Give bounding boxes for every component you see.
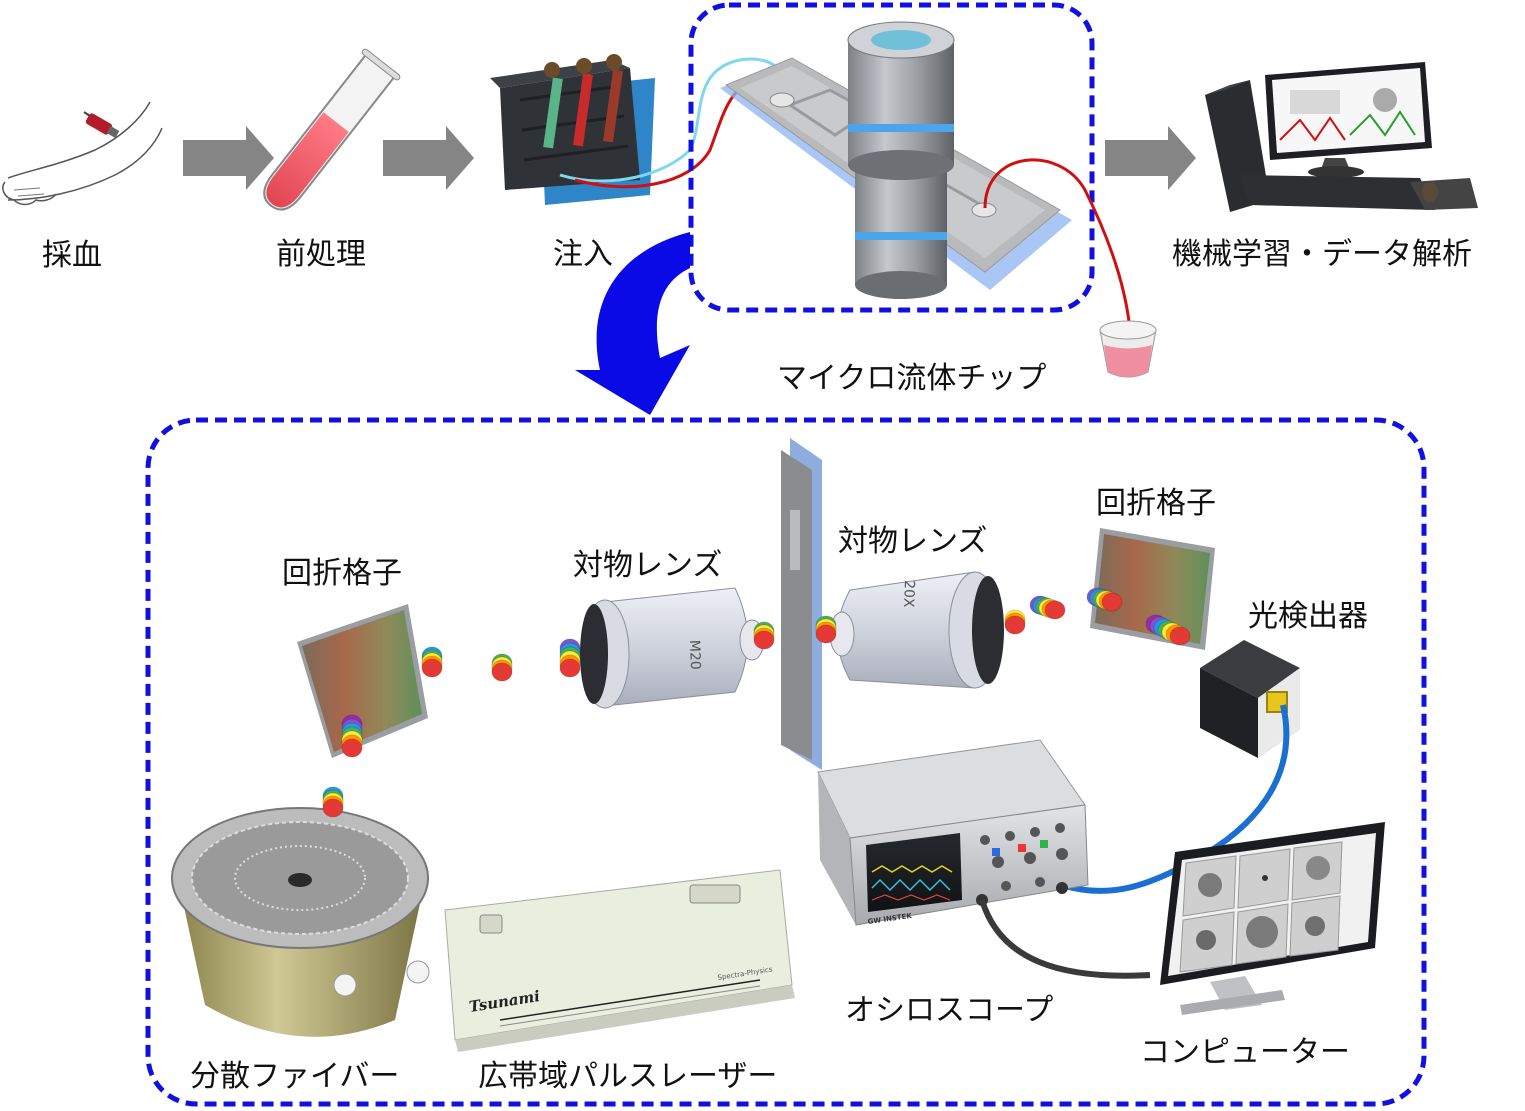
label-microfluidic-chip: マイクロ流体チップ	[777, 361, 1047, 396]
pulse-disc	[815, 624, 837, 644]
pulse-disc	[491, 662, 513, 682]
zoom-arrow	[575, 232, 690, 415]
inlet-tube-cyan	[559, 57, 792, 183]
pulse-disc	[341, 738, 363, 758]
optical-setup-frame	[145, 417, 1427, 1107]
blood-sampling-arm-illustration	[2, 101, 163, 206]
chip-objective-tower	[847, 21, 955, 299]
label-computer: コンピューター	[1140, 1035, 1350, 1070]
label-grating-left: 回折格子	[282, 556, 402, 591]
diffraction-grating-right	[1090, 528, 1215, 650]
objective-lens-right	[829, 571, 1004, 689]
flow-arrow-3	[1105, 126, 1196, 190]
glass-slide-chip	[781, 438, 822, 770]
pulse-disc	[322, 798, 344, 818]
pulse-disc	[559, 658, 581, 678]
label-dispersive-fiber: 分散ファイバー	[190, 1059, 400, 1094]
objective-mark-left: M20	[686, 640, 703, 670]
pulse-disc	[1004, 615, 1026, 635]
pulse-disc	[1044, 600, 1066, 620]
flow-arrow-1	[183, 126, 274, 190]
analysis-computer-illustration	[1205, 62, 1478, 212]
pulse-disc	[1101, 592, 1123, 612]
computer-monitor	[1160, 822, 1385, 1015]
label-grating-right: 回折格子	[1096, 486, 1216, 521]
microfluidic-chip-frame	[688, 2, 1095, 313]
syringe-pump-device	[490, 54, 655, 205]
pulse-disc	[753, 630, 775, 650]
label-ml-analysis: 機械学習・データ解析	[1172, 237, 1472, 272]
oscilloscope	[817, 739, 1089, 926]
label-blood-sampling: 採血	[42, 238, 102, 273]
photodetector	[1200, 640, 1300, 758]
label-objective-left: 対物レンズ	[573, 548, 723, 583]
objective-mark-right: 20X	[900, 580, 917, 608]
flow-arrow-2	[383, 126, 474, 190]
test-tube-icon	[263, 48, 401, 211]
collection-cup	[1099, 320, 1157, 378]
label-broadband-laser: 広帯域パルスレーザー	[478, 1059, 778, 1094]
label-photodetector: 光検出器	[1248, 599, 1368, 634]
label-objective-right: 対物レンズ	[838, 524, 988, 559]
objective-lens-left	[580, 587, 765, 709]
pulse-disc	[1169, 626, 1191, 646]
pulse-markers	[322, 587, 1191, 818]
diffraction-grating-left	[297, 604, 428, 758]
computer-cable	[979, 899, 1151, 979]
label-oscilloscope: オシロスコープ	[845, 993, 1054, 1028]
outlet-tube	[983, 158, 1132, 331]
broadband-pulse-laser	[444, 869, 795, 1052]
label-injection: 注入	[553, 237, 613, 272]
dispersive-fiber-spool	[171, 807, 430, 1037]
pulse-disc	[421, 658, 443, 678]
label-pretreatment: 前処理	[276, 237, 366, 272]
